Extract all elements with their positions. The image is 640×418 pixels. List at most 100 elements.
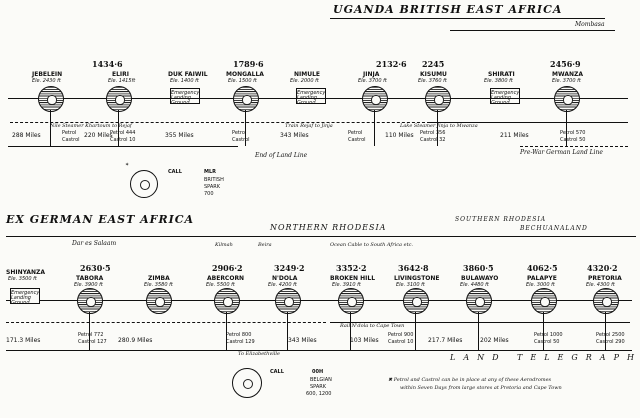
steamer-line [10,122,430,123]
count-2: 1789·6 [233,59,264,69]
aerodrome-livingstone-icon [403,288,429,314]
aerodrome-kisumu-icon [425,86,451,112]
blegend-belgian: BELGIAN [310,377,332,383]
landing-ground-duk-label: Emergency Landing Ground [171,90,200,106]
station-eliri: ELIRI [112,71,130,78]
region-ex-german: EX GERMAN EAST AFRICA [6,213,195,226]
tie-tabora [89,312,90,350]
station-mwanza: MWANZA [552,71,583,78]
bfuel-dist-5: 217.7 Miles [428,337,463,344]
landing-ground-nimule [296,88,326,104]
bfuel-petrol-2: Petrol 800 [226,332,252,338]
tie-ndola [287,312,288,350]
elev-duk: Ele. 1400 ft [170,78,199,84]
fuel-petrol-5: Petrol 570 [560,130,586,136]
bfuel-castrol-0: Castrol 127 [78,339,107,345]
elizabethville-label: To Elizabethville [238,351,280,357]
tie-bulawayo [478,312,479,350]
bfuel-dist-3: 103 Miles [350,337,379,344]
fuel-dist-5: 211 Miles [500,132,529,139]
station-palapye: PALAPYE [527,275,557,282]
region-southern-rhodesia: SOUTHERN RHODESIA [455,216,547,223]
bottom-divider [6,236,636,237]
tie-jinja [374,110,375,146]
tie-palapye [543,312,544,350]
fuel-dist-2: 355 Miles [165,132,194,139]
lake-steamer-label: Lake Steamer Jinja to Mwanza [400,123,478,129]
mombasa-line [450,30,615,31]
bfuel-castrol-7: Castrol 290 [596,339,625,345]
bfuel-castrol-4: Castrol 10 [388,339,414,345]
bfuel-castrol-6: Castrol 50 [534,339,560,345]
bcount-8: 4320·2 [587,263,618,273]
station-shirati: SHIRATI [488,71,515,78]
region-title-uganda: UGANDA BRITISH EAST AFRICA [333,3,563,16]
top-route-line [8,98,628,99]
aerodrome-broken-hill-icon [338,288,364,314]
fuel-petrol-0: Petrol [62,130,77,136]
fuel-castrol-2: Castrol [232,137,250,143]
bfuel-petrol-7: Petrol 2500 [596,332,625,338]
tie-kisumu [437,110,438,146]
landing-ground-shinyanza [10,288,40,304]
station-ndola: N'DOLA [272,275,298,282]
beira-label: Beira [258,242,272,248]
tie-livingstone [415,312,416,350]
station-jinja: JINJA [363,71,380,78]
aerodrome-tabora-icon [77,288,103,314]
region-underline [330,18,605,19]
aerodrome-pretoria-icon [593,288,619,314]
tie-mwanza [566,110,567,146]
station-jebelein: JEBELEIN [32,71,63,78]
lake-line [430,122,628,123]
tie-mongalla [245,110,246,146]
station-tabora: TABORA [76,275,104,282]
station-bulawayo: BULAWAYO [461,275,499,282]
rail-line-south [330,322,630,323]
bfuel-dist-6: 202 Miles [480,337,509,344]
german-land-line [520,146,628,147]
blegend-code: 00H [312,369,324,375]
station-shinyanza: SHINYANZA [6,269,46,276]
elev-ndola: Ele. 4200 ft [268,282,297,288]
region-northern-rhodesia: NORTHERN RHODESIA [270,223,387,232]
train-label: Train Rejaf to Jinja [285,123,333,129]
bfuel-petrol-6: Petrol 1000 [534,332,563,338]
fuel-petrol-1: Petrol 444 [110,130,136,136]
bfuel-dist-1: 280.9 Miles [118,337,153,344]
tie-broken-hill [350,312,351,350]
elev-pretoria: Ele. 4300 ft [586,282,615,288]
aerodrome-palapye-icon [531,288,557,314]
elev-jinja: Ele. 3700 ft [358,78,387,84]
station-zimba: ZIMBA [148,275,170,282]
landing-ground-nimule-label: Emergency Landing Ground [297,90,326,106]
elev-shinyanza: Ele. 3500 ft [8,276,37,282]
elev-palapye: Ele. 3000 ft [526,282,555,288]
fuel-castrol-5: Castrol 50 [560,137,586,143]
fuel-dist-0: 288 Miles [12,132,41,139]
station-mongalla: MONGALLA [226,71,264,78]
elev-livingstone: Ele. 3100 ft [396,282,425,288]
wireless-symbol-icon: ✶ [125,162,130,168]
elev-zimba: Ele. 3580 ft [144,282,173,288]
land-telegraph-line [6,350,632,351]
land-line-top [8,146,238,147]
elev-mongalla: Ele. 1500 ft [228,78,257,84]
landing-ground-shinyanza-label: Emergency Landing Ground [11,290,40,306]
land-telegraph-label: LAND TELEGRAPH [450,353,640,362]
elev-shirati: Ele. 3800 ft [484,78,513,84]
bcount-7: 4062·5 [527,263,558,273]
station-duk: DUK FAIWIL [168,71,208,78]
count-4: 2245 [422,59,445,69]
bcount-3: 3249·2 [274,263,305,273]
bfuel-dist-0: 171.3 Miles [6,337,41,344]
elev-bulawayo: Ele. 4480 ft [460,282,489,288]
aerodrome-jinja-icon [362,86,388,112]
footnote-line-1: ✖ Petrol and Castrol can be in place at … [388,377,552,383]
legend-mlr: MLR [204,169,217,175]
elev-eliri: Ele. 1415ft [108,78,136,84]
landing-ground-shirati-label: Emergency Landing Ground [491,90,520,106]
blegend-call: CALL [270,369,284,375]
fuel-petrol-3: Petrol [348,130,363,136]
